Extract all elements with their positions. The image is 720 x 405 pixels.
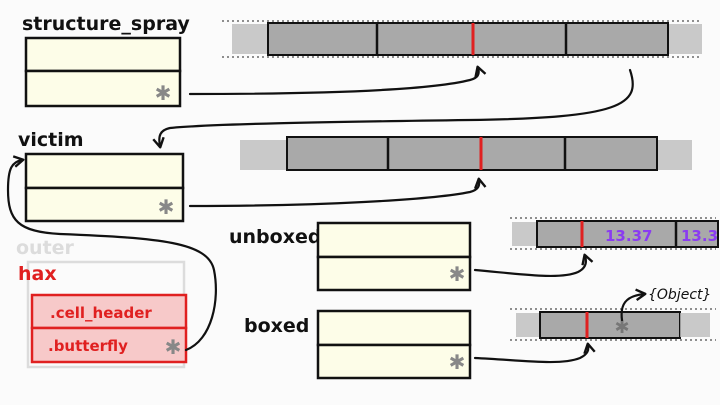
smudge-left (232, 24, 272, 54)
label-victim: victim (18, 129, 84, 151)
hax-butterfly-label: .butterfly (48, 337, 128, 355)
victim-cell: ✱ (24, 152, 185, 223)
hax-cell-header-label: .cell_header (50, 304, 152, 322)
double-value-1: 13.37 (605, 227, 652, 245)
structure-spray-butterfly-slot (24, 69, 182, 108)
label-unboxed: unboxed (229, 226, 321, 248)
boxed-header-slot (316, 309, 472, 347)
arrow-unboxed-to-butterfly (473, 253, 594, 278)
unboxed-butterfly-slot (316, 255, 472, 292)
victim-header-slot (24, 152, 185, 190)
victim-butterfly-slot (24, 186, 185, 223)
unboxed-butterfly: 13.37 13.3 (510, 217, 719, 250)
boxed-butterfly-slot (316, 343, 472, 380)
hax-butterfly-field (30, 326, 188, 364)
label-hax: hax (18, 263, 57, 285)
smudge-right (664, 24, 702, 54)
arrow-spray-to-butterfly (188, 65, 487, 96)
double-value-2: 13.3 (681, 227, 718, 245)
asterisk-pointer-icon: ✱ (614, 317, 629, 338)
arrow-spray-to-victim (152, 68, 634, 149)
label-boxed: boxed (244, 315, 309, 337)
butterfly-bar (267, 22, 669, 56)
label-structure-spray: structure_spray (22, 13, 190, 35)
asterisk-pointer-icon: ✱ (165, 335, 182, 359)
hax-cell: .cell_header .butterfly ✱ (30, 293, 188, 364)
pointer-arrows (6, 65, 647, 364)
smudge-left (240, 140, 290, 170)
structure-spray-cell: ✱ (24, 36, 182, 108)
arrow-victim-to-butterfly (188, 177, 487, 208)
structure-spray-header-slot (24, 36, 182, 73)
butterfly-bar (539, 311, 681, 339)
boxed-butterfly: ✱ (510, 308, 716, 341)
asterisk-pointer-icon: ✱ (449, 350, 466, 374)
smudge-right (680, 313, 710, 337)
boxed-cell: ✱ (316, 309, 472, 380)
asterisk-pointer-icon: ✱ (158, 195, 175, 219)
asterisk-pointer-icon: ✱ (449, 262, 466, 286)
butterfly-bar (286, 136, 658, 171)
victim-butterfly (240, 136, 692, 171)
smudge-right (652, 140, 692, 170)
unboxed-cell: ✱ (316, 221, 472, 292)
object-label: {Object} (648, 287, 711, 303)
asterisk-pointer-icon: ✱ (155, 81, 172, 105)
butterfly-bar (536, 220, 719, 248)
arrow-boxed-to-butterfly (473, 342, 596, 364)
arrow-hax-to-victim (6, 155, 217, 352)
label-outer: outer (16, 237, 75, 259)
arrow-to-object (620, 288, 647, 322)
structure-spray-butterfly (222, 20, 702, 58)
unboxed-header-slot (316, 221, 472, 259)
